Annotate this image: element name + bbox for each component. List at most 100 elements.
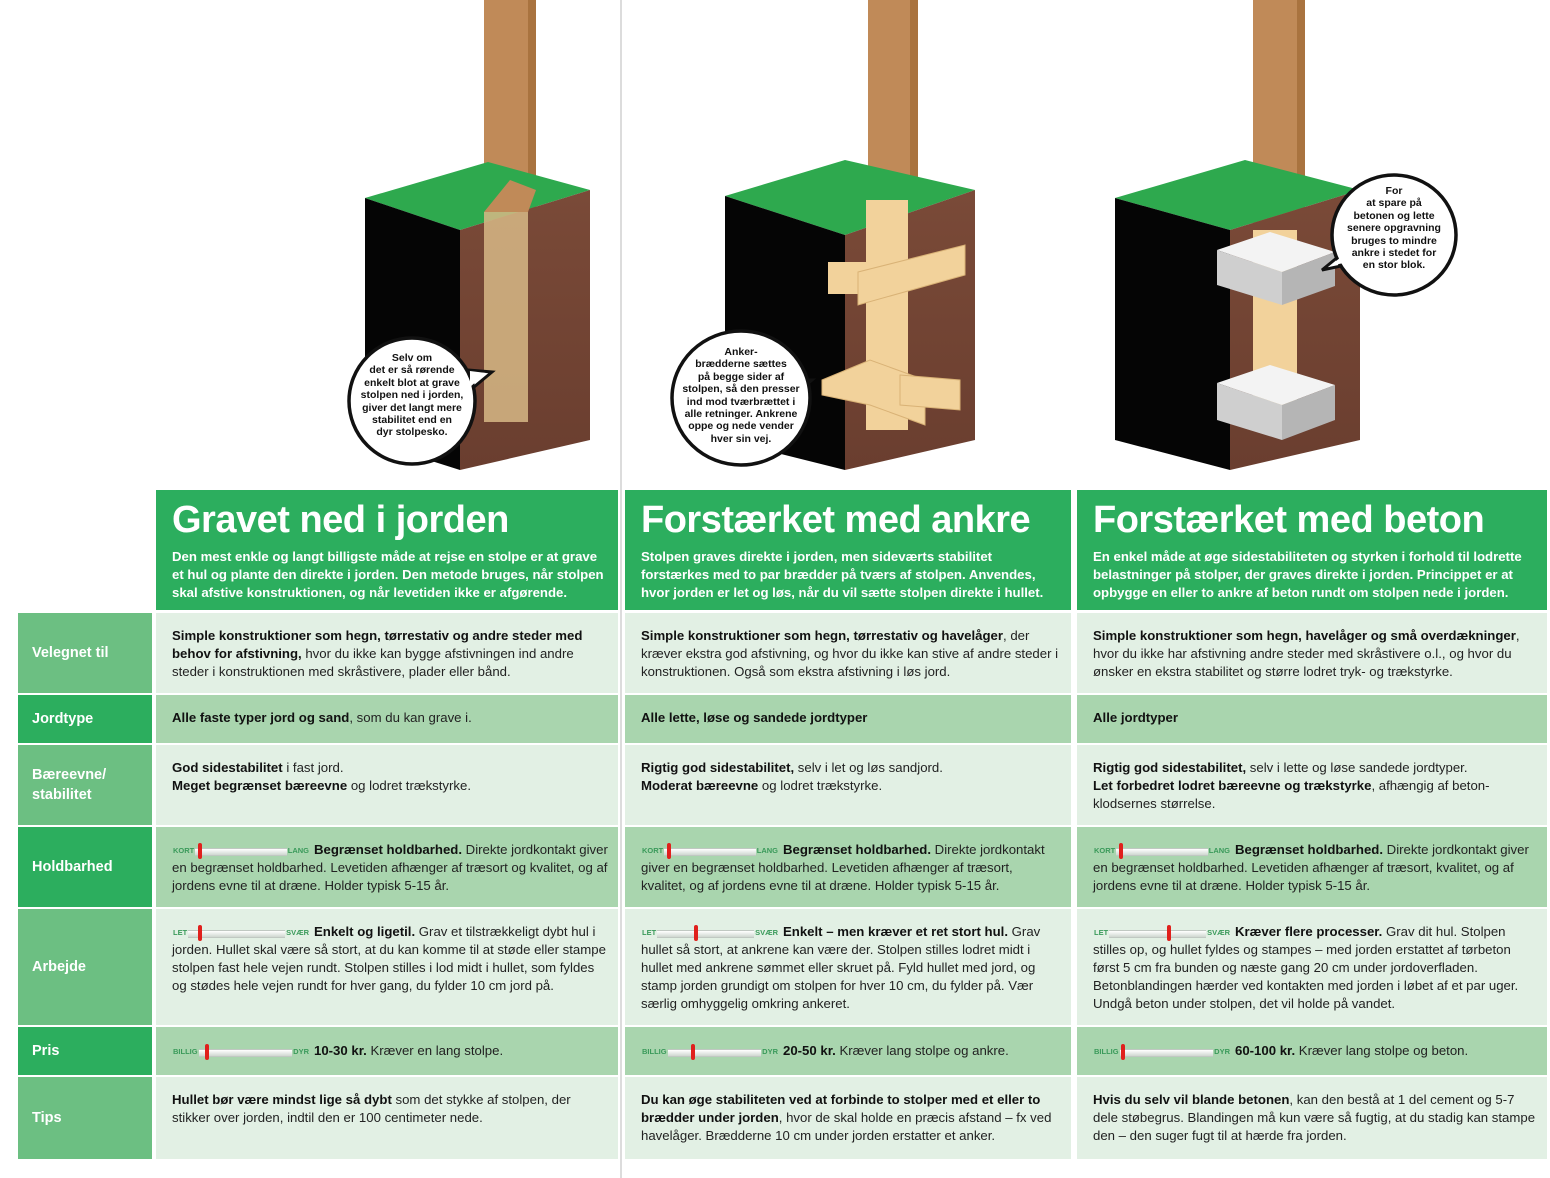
- scale-min-label: LET: [1093, 926, 1110, 939]
- table-cell: BILLIG DYR 60-100 kr. Kræver lang stolpe o…: [1077, 1027, 1547, 1075]
- table-cell: LET SVÆR Kræver flere processer. Grav dit …: [1077, 909, 1547, 1025]
- table-cell: Alle faste typer jord og sand, som du ka…: [156, 695, 618, 743]
- illustration-beton: [1115, 0, 1360, 470]
- speech-bubble-1: [347, 336, 496, 466]
- scale-indicator: [204, 1043, 209, 1060]
- bubble-line: stolpen, så den presser: [682, 383, 800, 396]
- cell-line: Let forbedret lodret bæreevne og træksty…: [1093, 777, 1537, 813]
- cell-text: , der kræver ekstra god afstivning, og h…: [641, 628, 1059, 679]
- grass-top: [1115, 160, 1360, 230]
- row-label-jordtype: Jordtype: [18, 695, 152, 743]
- row-label-holdbarhed: Holdbarhed: [18, 827, 152, 907]
- scale-min-label: BILLIG: [1093, 1045, 1120, 1058]
- cell-bold: Let forbedret lodret bæreevne og træksty…: [1093, 778, 1372, 793]
- rating-scale: BILLIG DYR: [1093, 1043, 1231, 1060]
- cell-text: Kræver lang stolpe og beton.: [1295, 1043, 1469, 1058]
- cell-bold: Moderat bæreevne: [641, 778, 759, 793]
- post-front: [868, 0, 910, 200]
- scale-min-label: KORT: [641, 844, 665, 857]
- table-cell: Simple konstruktioner som hegn, havelåge…: [1077, 613, 1547, 693]
- scale-max-label: LANG: [286, 844, 310, 857]
- cell-bold: Alle lette, løse og sandede jordtyper: [641, 710, 868, 725]
- bubble-line: alle retninger. Ankrene: [684, 408, 798, 421]
- table-cell: Alle lette, løse og sandede jordtyper: [625, 695, 1071, 743]
- cell-bold: Rigtig god sidestabilitet,: [1093, 760, 1247, 775]
- column-divider: [620, 0, 622, 1178]
- cell-bold: 10-30 kr.: [314, 1043, 367, 1058]
- cell-text: Grav dit hul. Stolpen stilles op, og hul…: [1093, 924, 1519, 1011]
- table-cell: Alle jordtyper: [1077, 695, 1547, 743]
- scale-min-label: KORT: [1093, 844, 1117, 857]
- bubble-line: Selv om: [391, 352, 433, 364]
- row-label-velegnet-til: Velegnet til: [18, 613, 152, 693]
- speech-bubble-3: [1321, 173, 1458, 297]
- table-cell: Simple konstruktioner som hegn, tørresta…: [625, 613, 1071, 693]
- cell-bold: Simple konstruktioner som hegn, tørresta…: [641, 628, 1004, 643]
- bubble-line: For: [1385, 185, 1403, 197]
- header-gravet: Gravet ned i jorden Den mest enkle og la…: [156, 490, 618, 610]
- lower-anchor-board: [821, 359, 926, 426]
- cell-text: i fast jord.: [282, 760, 344, 775]
- cell-text: Kræver en lang stolpe.: [366, 1043, 504, 1058]
- grass-top: [725, 160, 975, 235]
- post-in-soil: [484, 212, 528, 422]
- scale-max-label: SVÆR: [1206, 926, 1231, 939]
- cell-bold: Hvis du selv vil blande betonen: [1093, 1092, 1290, 1107]
- cell-bold: Simple konstruktioner som hegn, havelåge…: [1093, 628, 1516, 643]
- cell-bold: Alle jordtyper: [1093, 710, 1179, 725]
- cell-bold: Kræver flere processer.: [1235, 924, 1383, 939]
- scale-min-label: LET: [172, 926, 189, 939]
- cell-text: selv i lette og løse sandede jordtyper.: [1246, 760, 1468, 775]
- cell-text: , som du kan grave i.: [349, 710, 472, 725]
- bubble-line: ankre i stedet for: [1351, 247, 1437, 260]
- cell-text: Grav et tilstrækkeligt dybt hul i jorden…: [172, 924, 606, 993]
- cell-bold: Enkelt – men kræver et ret stort hul.: [783, 924, 1008, 939]
- table-cell: Simple konstruktioner som hegn, tørresta…: [156, 613, 618, 693]
- cell-bold: Du kan øge stabiliteten ved at forbinde …: [641, 1092, 1041, 1125]
- illustrations: [347, 0, 1458, 470]
- speech-bubble-2: [670, 329, 817, 467]
- bubble-line: dyr stolpesko.: [376, 426, 448, 439]
- row-label-pris: Pris: [18, 1027, 152, 1075]
- bubble-line: giver det langt mere: [362, 401, 462, 414]
- cell-line: Rigtig god sidestabilitet, selv i let og…: [641, 759, 1061, 777]
- row-label-arbejde: Arbejde: [18, 909, 152, 1025]
- bubble-line: stolpen ned i jorden,: [360, 389, 464, 402]
- cell-text: Direkte jordkontakt giver en begrænset h…: [641, 842, 1045, 893]
- rating-scale: LET SVÆR: [1093, 924, 1231, 941]
- table-cell: God sidestabilitet i fast jord.Meget beg…: [156, 745, 618, 825]
- scale-min-label: LET: [641, 926, 658, 939]
- cell-bold: Alle faste typer jord og sand: [172, 710, 350, 725]
- table-cell: Rigtig god sidestabilitet, selv i lette …: [1077, 745, 1547, 825]
- cell-bold: 60-100 kr.: [1235, 1043, 1296, 1058]
- column-title: Forstærket med beton: [1093, 499, 1485, 541]
- column-intro: Den mest enkle og langt billigste måde a…: [172, 549, 604, 600]
- scale-indicator: [197, 842, 202, 859]
- cell-bold: God sidestabilitet: [172, 760, 283, 775]
- scale-indicator: [1166, 924, 1171, 941]
- scale-indicator: [197, 924, 202, 941]
- bubble-line: Anker-: [724, 346, 758, 358]
- bubble-line: stabilitet end en: [372, 414, 452, 427]
- column-intro: En enkel måde at øge sidestabiliteten og…: [1093, 549, 1522, 600]
- scale-indicator: [666, 842, 671, 859]
- lower-cross-board: [899, 374, 961, 411]
- cell-bold: Begrænset holdbarhed.: [783, 842, 932, 857]
- bubble-line: ind mod tværbrættet i: [686, 395, 796, 408]
- bubble-line: enkelt blot at grave: [364, 376, 460, 389]
- cell-bold: Hullet bør være mindst lige så dybt: [172, 1092, 392, 1107]
- scale-max-label: DYR: [1213, 1045, 1231, 1058]
- cell-text: , kan den bestå at 1 del cement og 5-7 d…: [1093, 1092, 1536, 1143]
